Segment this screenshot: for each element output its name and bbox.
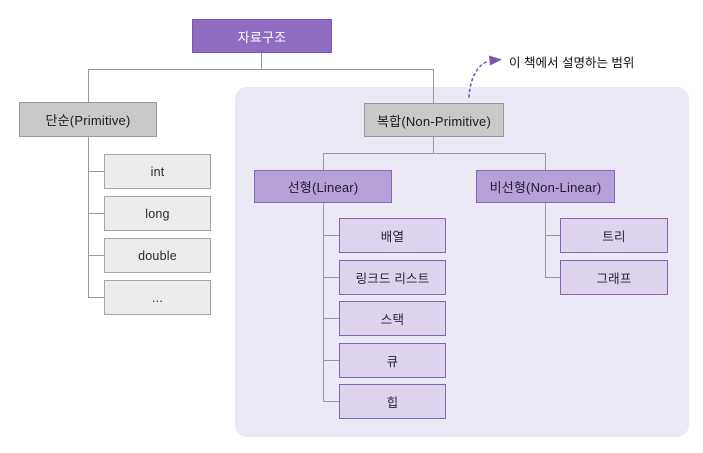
connector-primitive-drop [88,69,89,102]
connector-stub [88,213,104,214]
node-graph: 그래프 [560,260,668,295]
node-ellipsis: ... [104,280,211,315]
node-linear: 선형(Linear) [254,170,392,203]
connector-stub [88,171,104,172]
node-tree: 트리 [560,218,668,253]
connector-stub [323,277,339,278]
node-primitive: 단순(Primitive) [19,102,157,137]
connector-root-down [261,53,262,69]
node-stack: 스택 [339,301,446,336]
node-long: long [104,196,211,231]
node-non-primitive: 복합(Non-Primitive) [364,103,504,137]
connector-stub [323,360,339,361]
node-array: 배열 [339,218,446,253]
annotation-label: 이 책에서 설명하는 범위 [509,56,635,70]
connector-linear-trunk [323,203,324,402]
node-non-linear: 비선형(Non-Linear) [476,170,615,203]
connector-stub [323,401,339,402]
connector-stub [323,235,339,236]
node-double: double [104,238,211,273]
node-queue: 큐 [339,343,446,378]
connector-stub [88,297,104,298]
connector-main-horizontal [88,69,434,70]
connector-nonlinear-drop [545,153,546,170]
dashed-arrow-icon [468,55,502,98]
node-heap: 힙 [339,384,446,419]
connector-stub [545,235,560,236]
connector-nonprimitive-drop [433,69,434,103]
connector-nonprimitive-trunk [433,137,434,153]
connector-primitive-trunk [88,137,89,298]
connector-stub [323,318,339,319]
connector-nonlinear-trunk [545,203,546,278]
node-root: 자료구조 [192,19,332,53]
connector-split-horizontal [323,153,546,154]
connector-stub [88,255,104,256]
node-int: int [104,154,211,189]
connector-linear-drop [323,153,324,170]
connector-stub [545,277,560,278]
node-linked-list: 링크드 리스트 [339,260,446,295]
